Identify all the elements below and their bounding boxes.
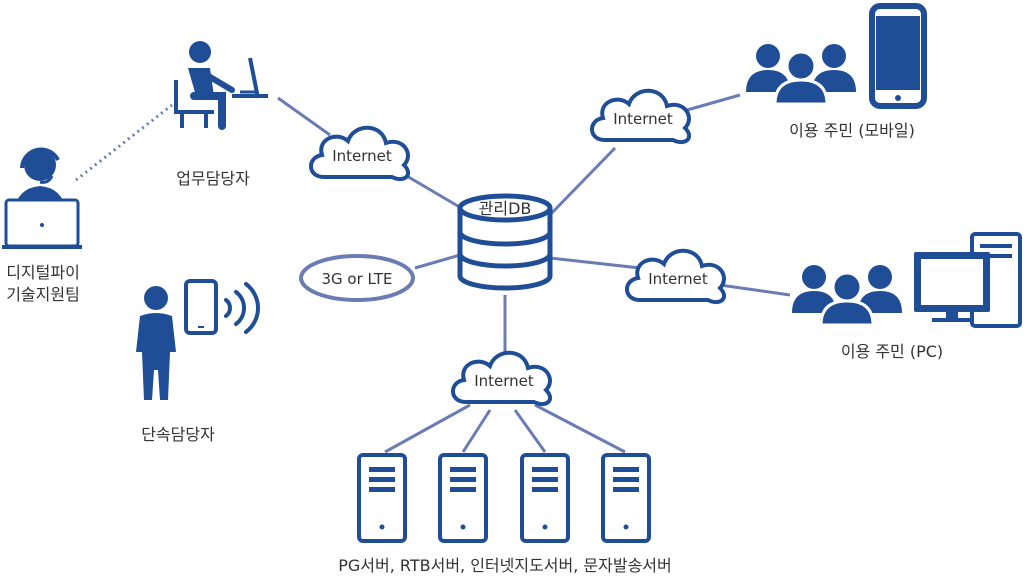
internet-cloud-bottom: Internet (450, 350, 553, 407)
office-staff-label: 업무담당자 (176, 169, 250, 188)
line-cloud-residents-mobile (679, 93, 741, 114)
smartphone-icon (869, 3, 927, 109)
servers-label: PG서버, RTB서버, 인터넷지도서버, 문자발송서버 (338, 556, 672, 575)
internet-label: Internet (613, 110, 673, 128)
database-icon (457, 193, 553, 291)
line-cloud-residents-pc (719, 283, 791, 297)
connection-lines (75, 93, 791, 454)
user-group-icon (746, 44, 856, 106)
office-worker-icon (174, 41, 268, 130)
field-staff-label: 단속담당자 (141, 425, 215, 444)
line-cloud-server-1 (384, 403, 471, 454)
residents-mobile-label: 이용 주민 (모바일) (789, 121, 915, 140)
smartphone-icon (184, 279, 218, 335)
mobile-network-label: 3G or LTE (322, 270, 393, 288)
line-officestaff-cloud (277, 96, 331, 137)
mobile-network-node: 3G or LTE (299, 254, 415, 302)
internet-cloud-top-right: Internet (589, 88, 692, 145)
internet-cloud-left: Internet (308, 125, 411, 182)
digital-team-label-line1: 디지털파이 (6, 263, 80, 282)
server-icon (438, 453, 488, 543)
digital-team-label-line2: 기술지원팀 (6, 285, 80, 304)
server-icon (357, 453, 407, 543)
internet-cloud-right: Internet (624, 248, 727, 305)
line-db-cloud-right (549, 256, 641, 270)
line-support-dotted (75, 103, 173, 182)
line-cloud-server-2 (461, 409, 492, 453)
laptop-icon (2, 198, 82, 249)
line-cloud-server-4 (534, 403, 626, 454)
desktop-computer-icon (914, 232, 1022, 328)
server-icon (601, 453, 651, 543)
field-officer-icon (136, 286, 176, 400)
internet-label: Internet (332, 147, 392, 165)
internet-label: Internet (648, 270, 708, 288)
line-mobilenet-db (414, 253, 461, 270)
server-icon (520, 453, 570, 543)
line-db-cloud-topright (543, 146, 617, 222)
servers-group (357, 453, 651, 543)
signal-waves-icon (224, 282, 260, 334)
database-label: 관리DB (479, 199, 532, 218)
user-group-icon (792, 265, 902, 327)
line-cloud-db-topleft (399, 170, 469, 214)
residents-pc-label: 이용 주민 (PC) (841, 342, 943, 361)
line-cloud-server-3 (513, 409, 547, 453)
internet-label: Internet (474, 372, 534, 390)
